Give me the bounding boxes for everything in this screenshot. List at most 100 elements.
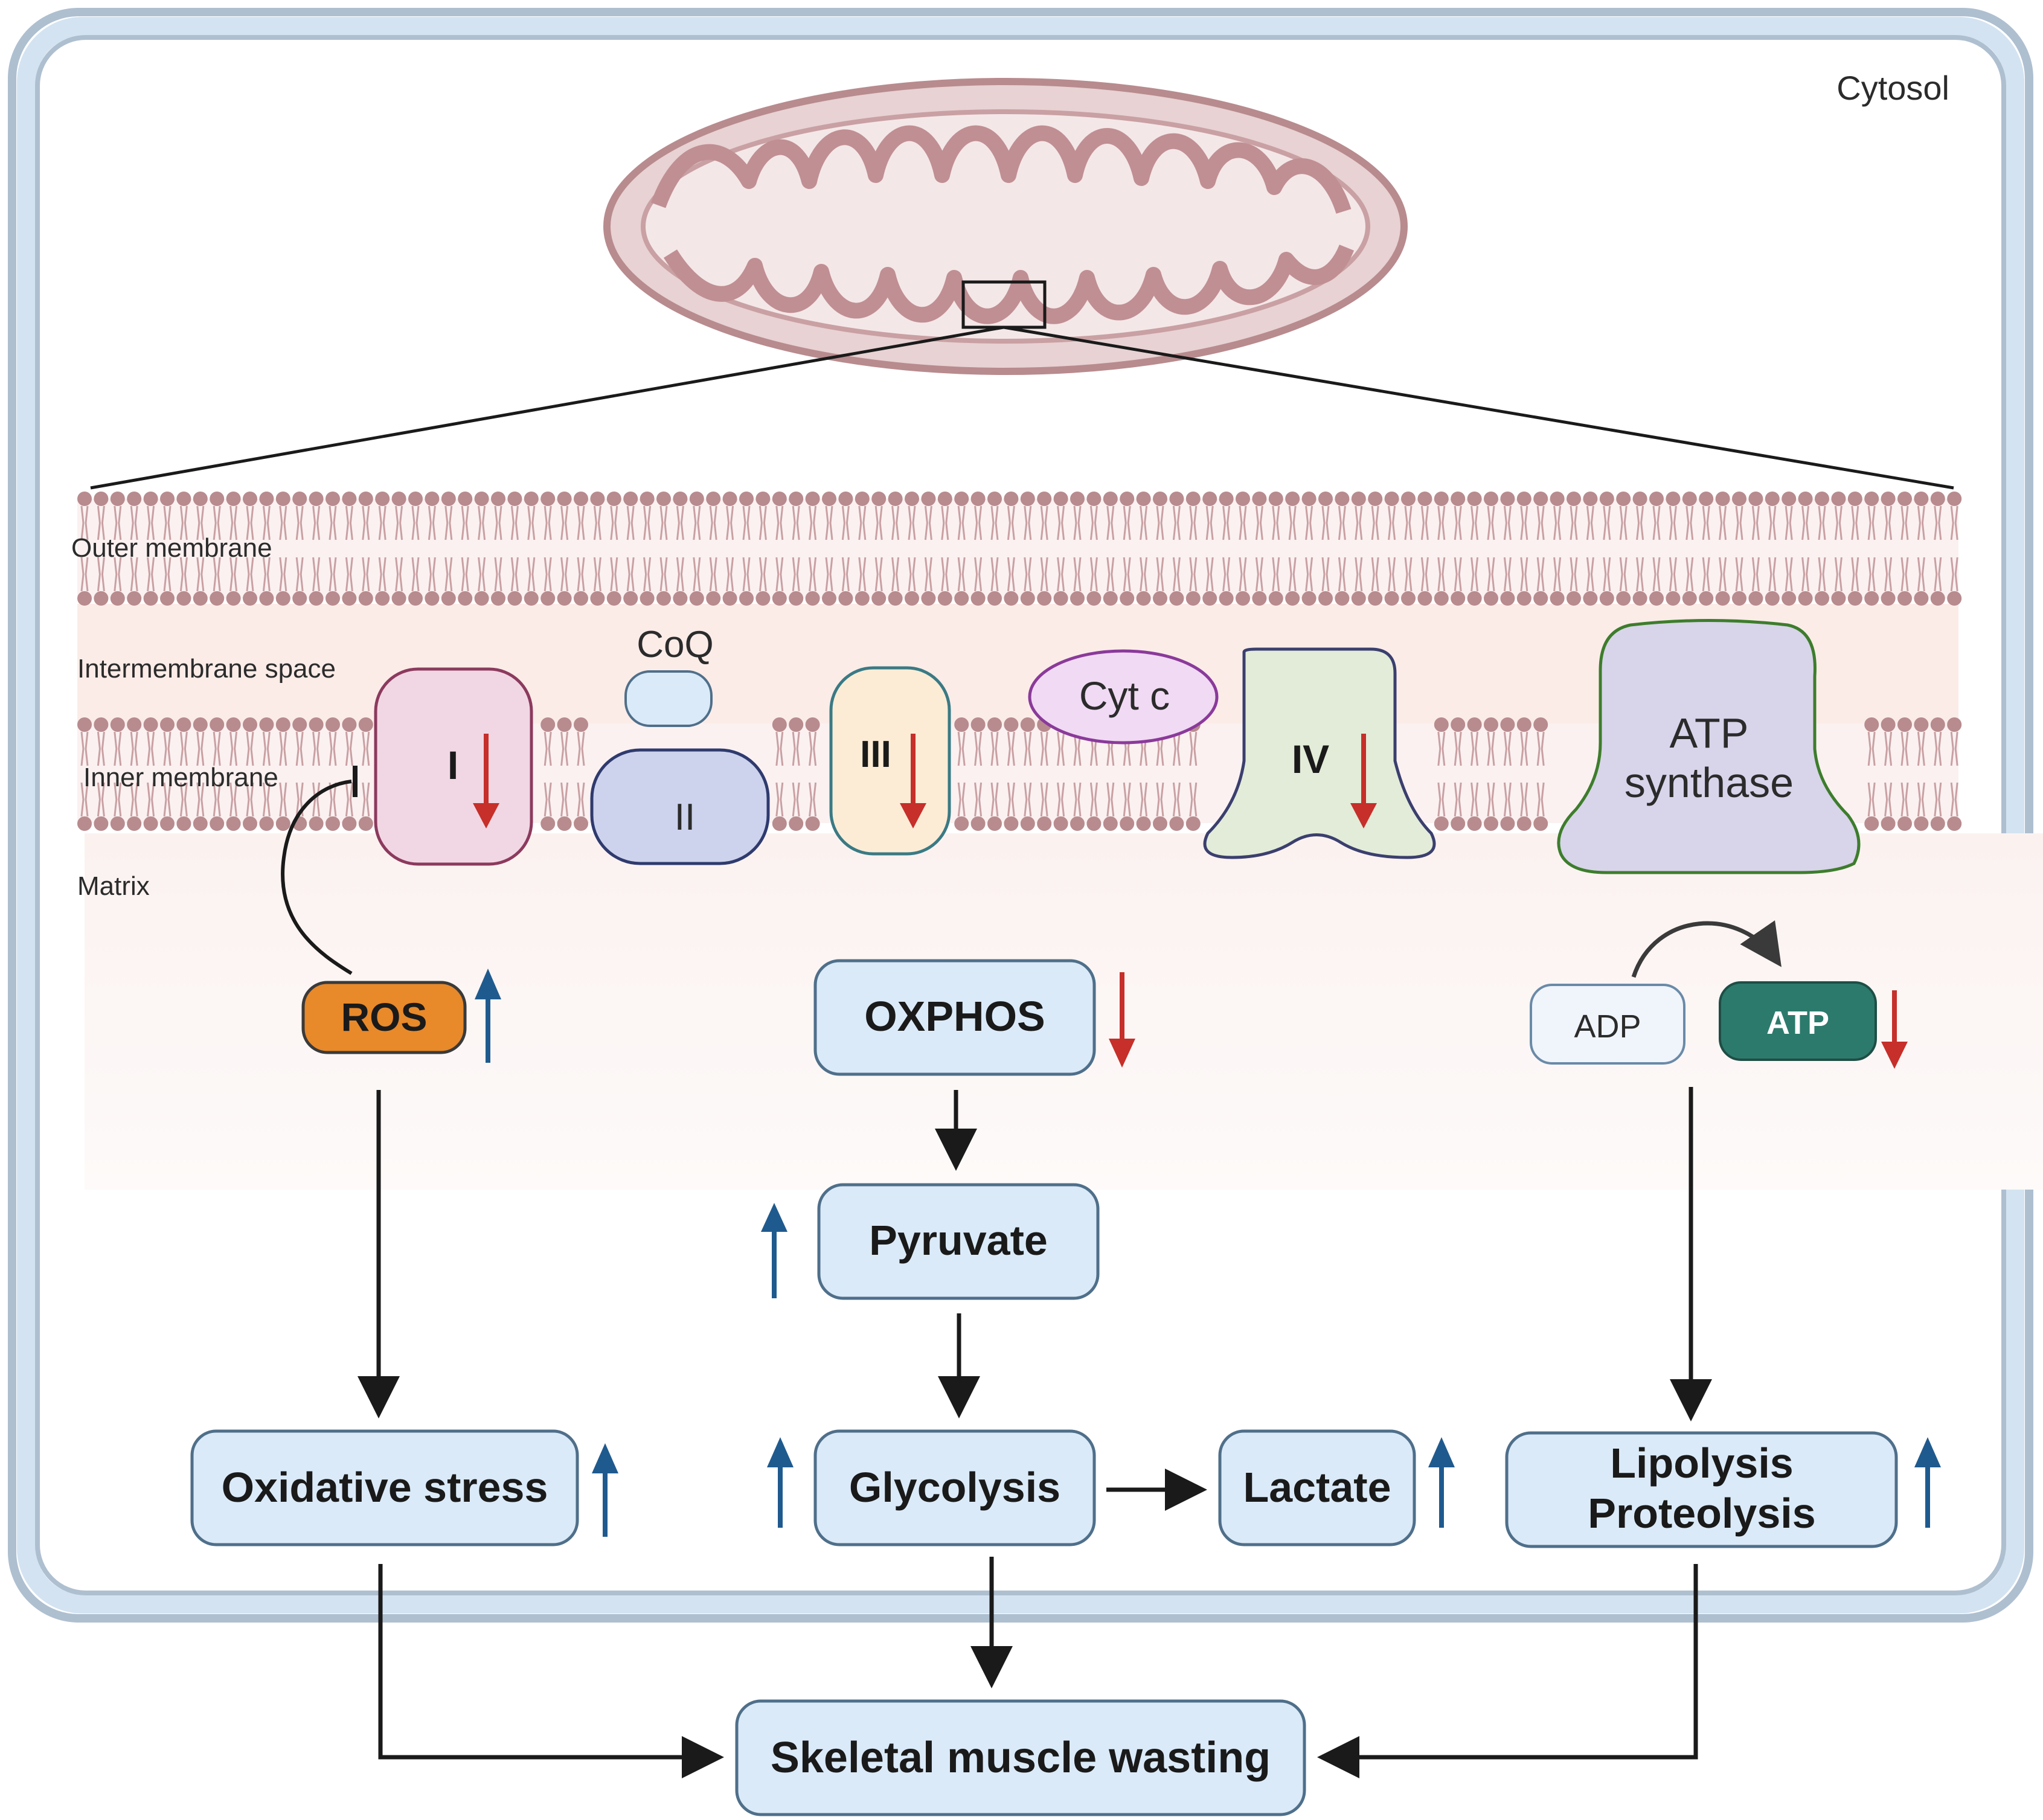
complex-iv: IV bbox=[1203, 647, 1436, 859]
lipid-head bbox=[1120, 591, 1135, 606]
lipid-tail bbox=[1189, 782, 1193, 817]
lipid-tail bbox=[1176, 731, 1181, 766]
lipid-tail bbox=[1454, 505, 1458, 540]
lipid-tail bbox=[163, 557, 167, 592]
lipid-head bbox=[1417, 492, 1432, 506]
lipid-tail bbox=[1884, 505, 1888, 540]
lipid-head bbox=[391, 591, 406, 606]
lipid-tail bbox=[1309, 505, 1313, 540]
lipid-tail bbox=[697, 557, 701, 592]
lipid-tail bbox=[101, 782, 105, 817]
lipid-tail bbox=[1954, 505, 1958, 540]
lipid-tail bbox=[527, 557, 531, 592]
lipid-tail bbox=[858, 557, 862, 592]
lipid-tail bbox=[1623, 505, 1628, 540]
lipid-tail bbox=[1685, 505, 1690, 540]
lipid-tail bbox=[1144, 505, 1148, 540]
lipid-tail bbox=[874, 557, 879, 592]
lipid-tail bbox=[1541, 731, 1545, 766]
lipid-tail bbox=[1342, 505, 1346, 540]
lipid-head bbox=[1020, 492, 1035, 506]
lipolysis-proteolysis-node: Lipolysis Proteolysis bbox=[1505, 1431, 1898, 1548]
lipid-tail bbox=[1193, 505, 1198, 540]
lipid-tail bbox=[664, 557, 668, 592]
lipid-head bbox=[375, 492, 390, 506]
lipid-tail bbox=[1789, 505, 1793, 540]
lipid-tail bbox=[565, 782, 569, 817]
lipid-tail bbox=[1011, 782, 1015, 817]
skeletal-muscle-wasting-node: Skeletal muscle wasting bbox=[735, 1699, 1306, 1816]
lipid-tail bbox=[1011, 505, 1015, 540]
lipid-head bbox=[789, 492, 804, 506]
lipid-tail bbox=[1475, 731, 1479, 766]
lipid-tail bbox=[283, 782, 287, 817]
lipid-tail bbox=[1222, 557, 1227, 592]
lipid-tail bbox=[312, 505, 316, 540]
lipid-tail bbox=[1239, 505, 1243, 540]
lipid-tail bbox=[891, 505, 896, 540]
lipid-tail bbox=[250, 782, 254, 817]
lipid-head bbox=[574, 717, 588, 732]
lipid-head bbox=[77, 591, 92, 606]
lipid-tail bbox=[1342, 557, 1346, 592]
lipid-head bbox=[1451, 717, 1466, 732]
lipid-tail bbox=[813, 557, 817, 592]
lipid-tail bbox=[130, 505, 134, 540]
lipid-tail bbox=[362, 782, 366, 817]
lipid-tail bbox=[1160, 557, 1164, 592]
lipid-head bbox=[391, 492, 406, 506]
lipid-head bbox=[1417, 591, 1432, 606]
lipid-tail bbox=[746, 505, 751, 540]
lipid-head bbox=[822, 591, 836, 606]
lipid-tail bbox=[80, 782, 85, 817]
lipid-tail bbox=[1536, 557, 1541, 592]
lipid-tail bbox=[597, 557, 601, 592]
lipid-tail bbox=[560, 782, 565, 817]
lipid-head bbox=[1268, 492, 1283, 506]
lipid-head bbox=[143, 816, 158, 831]
lipid-tail bbox=[978, 557, 983, 592]
lipid-head bbox=[1567, 591, 1581, 606]
lipid-tail bbox=[217, 782, 221, 817]
lipid-tail bbox=[1239, 557, 1243, 592]
lipid-tail bbox=[961, 731, 966, 766]
lipid-tail bbox=[647, 557, 652, 592]
lipid-tail bbox=[1934, 557, 1938, 592]
lipid-tail bbox=[1276, 505, 1280, 540]
lipid-head bbox=[1236, 591, 1250, 606]
lipid-head bbox=[1484, 492, 1498, 506]
lipid-tail bbox=[1636, 557, 1640, 592]
lipid-head bbox=[606, 492, 621, 506]
lipid-head bbox=[1500, 717, 1515, 732]
lipid-tail bbox=[1259, 505, 1263, 540]
lipid-tail bbox=[1442, 557, 1446, 592]
complex-iii-down-arrow bbox=[900, 734, 926, 828]
lipid-head bbox=[1384, 591, 1399, 606]
lipid-tail bbox=[1888, 782, 1893, 817]
lipid-tail bbox=[234, 782, 238, 817]
lipid-head bbox=[77, 816, 92, 831]
lipid-tail bbox=[775, 731, 780, 766]
lipid-tail bbox=[891, 557, 896, 592]
lipid-tail bbox=[1338, 557, 1342, 592]
lipid-tail bbox=[329, 505, 333, 540]
lipid-head bbox=[1401, 591, 1416, 606]
lipid-head bbox=[623, 492, 638, 506]
complex-i: I bbox=[374, 667, 533, 866]
lipid-tail bbox=[1487, 505, 1491, 540]
lipid-head bbox=[772, 492, 787, 506]
lipid-head bbox=[1169, 492, 1184, 506]
lactate-label: Lactate bbox=[1243, 1464, 1391, 1511]
lipid-head bbox=[1930, 717, 1945, 732]
lipid-tail bbox=[995, 782, 999, 817]
lipid-head bbox=[160, 717, 175, 732]
lipid-tail bbox=[548, 505, 552, 540]
lipid-tail bbox=[1735, 505, 1739, 540]
lipid-tail bbox=[1475, 557, 1479, 592]
lipid-tail bbox=[1044, 505, 1048, 540]
lipid-tail bbox=[482, 505, 486, 540]
lipid-tail bbox=[809, 505, 813, 540]
lipid-tail bbox=[630, 557, 635, 592]
lipid-tail bbox=[961, 505, 966, 540]
lipid-tail bbox=[1425, 557, 1429, 592]
